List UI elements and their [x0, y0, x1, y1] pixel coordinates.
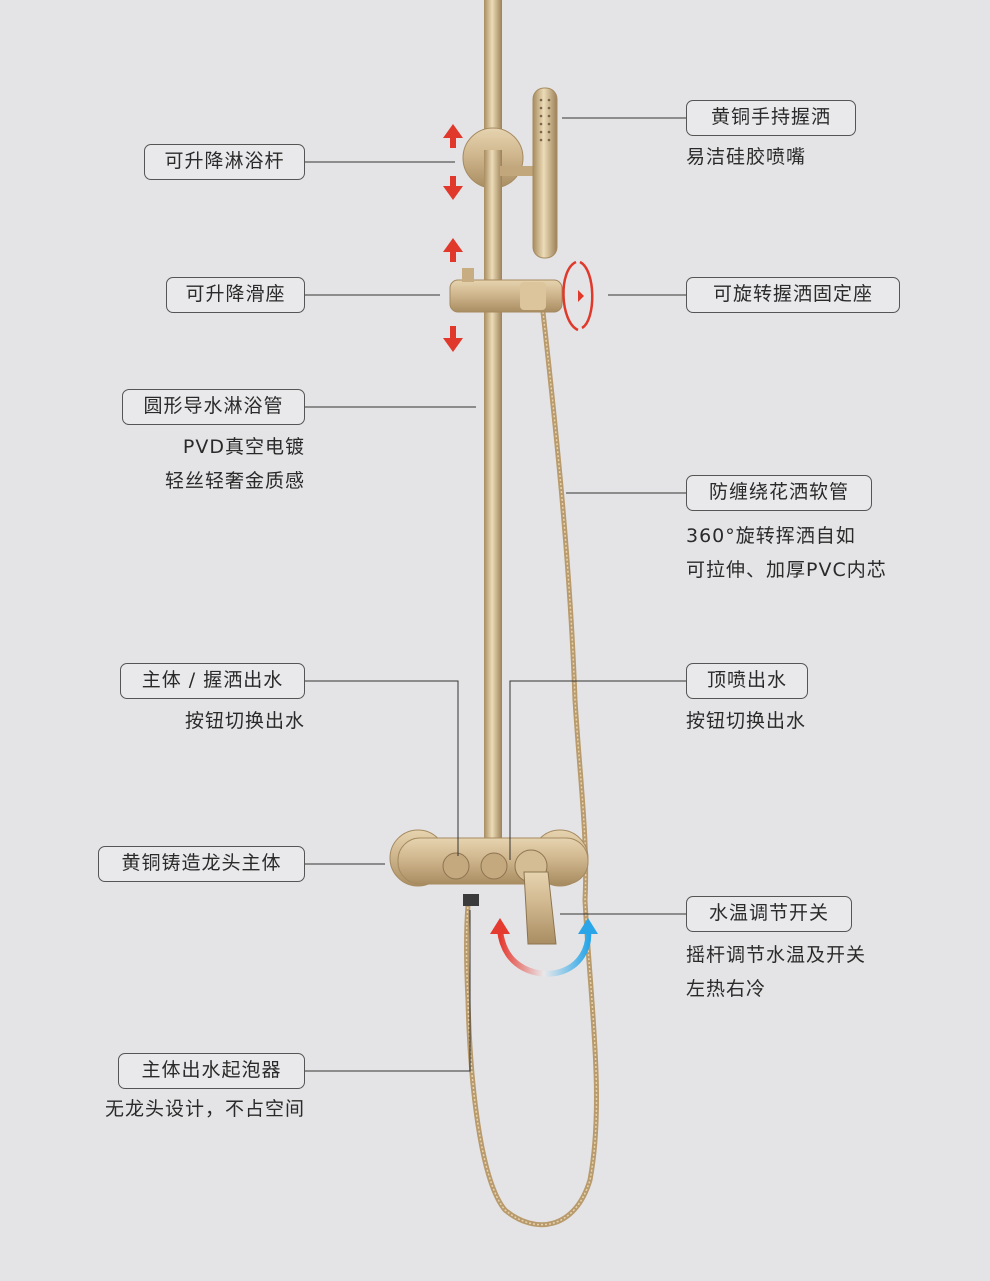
label-lift-bar: 可升降淋浴杆	[144, 144, 305, 180]
round-pipe-line-2: 轻丝轻奢金质感	[164, 470, 305, 492]
temp-switch-line-2: 左热右冷	[686, 978, 767, 1000]
aerator-line-1: 无龙头设计，不占空间	[104, 1098, 305, 1120]
round-pipe-line-1: PVD真空电镀	[182, 436, 305, 458]
aerator	[463, 894, 479, 906]
hand-shower	[532, 87, 558, 259]
label-holder: 可旋转握洒固定座	[686, 277, 900, 313]
button-top	[480, 852, 508, 880]
label-temp-switch: 水温调节开关	[686, 896, 852, 932]
temp-arrow	[497, 929, 592, 977]
top-spray-line-1: 按钮切换出水	[686, 710, 807, 732]
label-body-hand-out: 主体 / 握洒出水	[120, 663, 305, 699]
hose-line-1: 360°旋转挥洒自如	[686, 525, 856, 547]
lift-arrows	[443, 124, 463, 352]
leader-lines	[305, 117, 686, 1072]
rotate-arrow	[562, 260, 594, 332]
shower-rod	[484, 0, 502, 840]
lever	[523, 871, 557, 945]
temp-switch-line-1: 摇杆调节水温及开关	[686, 944, 867, 966]
label-hand-shower: 黄铜手持握洒	[686, 100, 856, 136]
hand-shower-line-1: 易洁硅胶喷嘴	[686, 146, 807, 168]
label-round-pipe: 圆形导水淋浴管	[122, 389, 305, 425]
label-top-spray: 顶喷出水	[686, 663, 808, 699]
label-slide-seat: 可升降滑座	[166, 277, 305, 313]
hose-line-2: 可拉伸、加厚PVC内芯	[686, 559, 887, 581]
label-brass-body: 黄铜铸造龙头主体	[98, 846, 305, 882]
button-body	[442, 852, 470, 880]
label-hose: 防缠绕花洒软管	[686, 475, 872, 511]
body-hand-out-line-1: 按钮切换出水	[184, 710, 305, 732]
label-aerator: 主体出水起泡器	[118, 1053, 305, 1089]
